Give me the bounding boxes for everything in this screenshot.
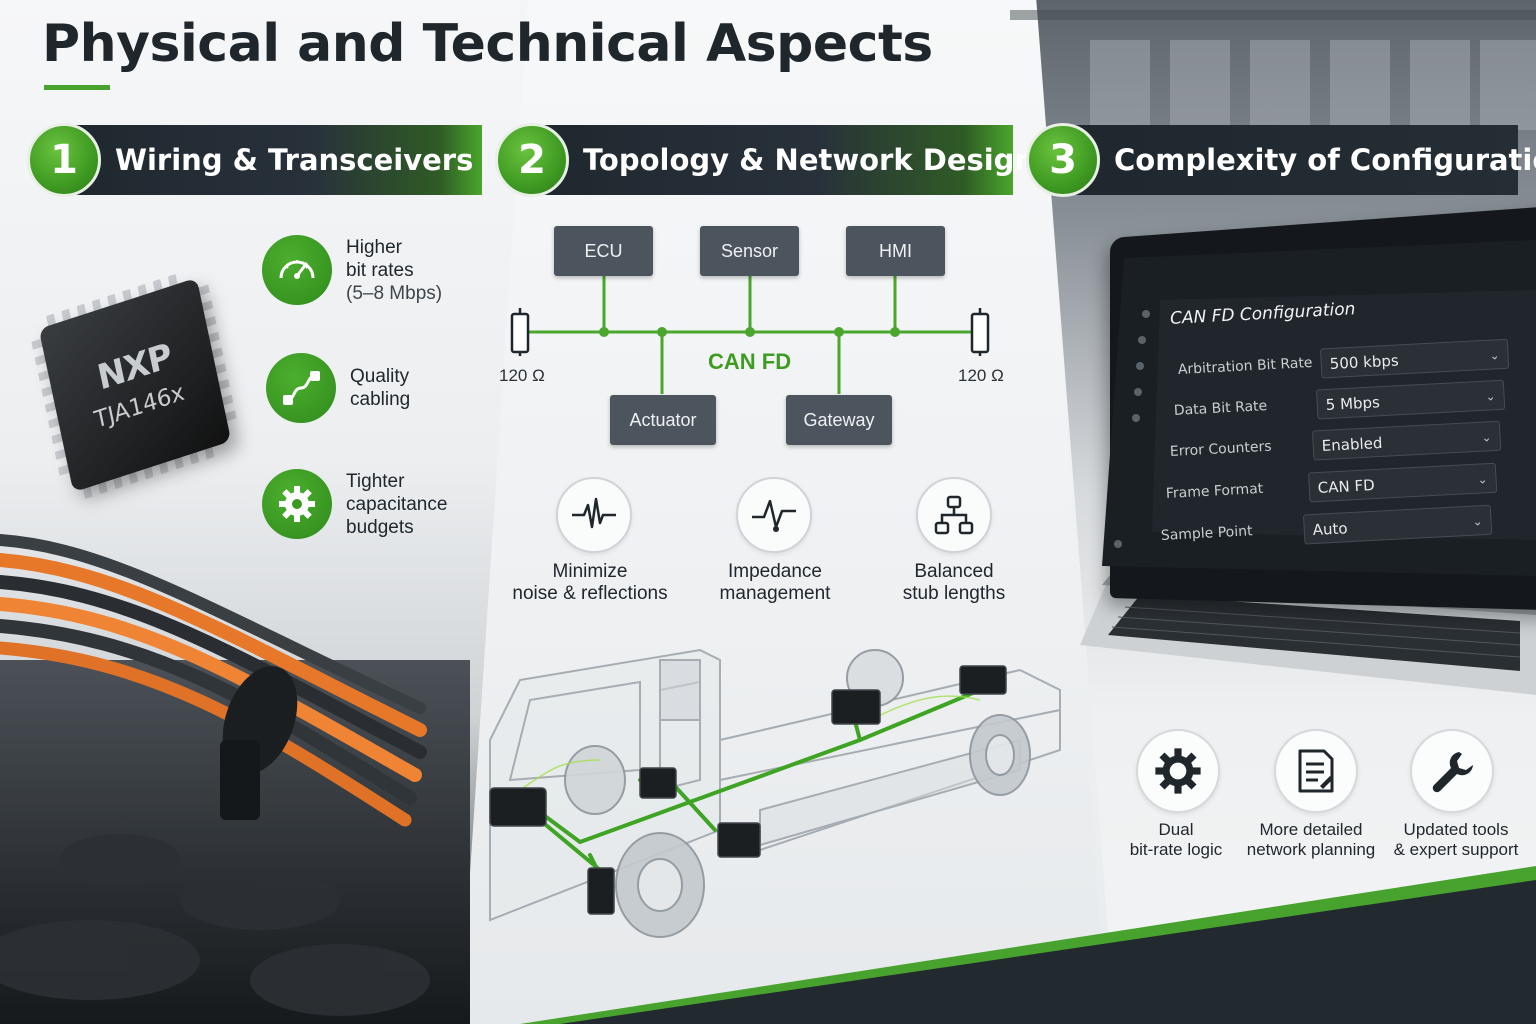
config-label: Data Bit Rate (1173, 398, 1268, 419)
feature-line: Tighter (346, 470, 405, 492)
gear-icon (1136, 729, 1220, 813)
feature-line: (5–8 Mbps) (346, 282, 443, 304)
feature-line: Quality (350, 366, 410, 387)
page-title: Physical and Technical Aspects (42, 14, 933, 74)
section-bar (57, 125, 482, 195)
config-label: Arbitration Bit Rate (1177, 354, 1313, 378)
node-ecu: ECU (554, 226, 653, 276)
feature-bit-rates: Higher bit rates (5–8 Mbps) (262, 235, 442, 305)
ecu-box (959, 665, 1007, 695)
chevron-down-icon: ⌄ (1472, 514, 1483, 529)
section-number-badge: 3 (1026, 123, 1100, 197)
caption-line: & expert support (1393, 840, 1519, 859)
factory-background (1010, 10, 1536, 130)
config-label: Frame Format (1165, 480, 1264, 502)
waveform-icon (556, 477, 632, 553)
chevron-down-icon: ⌄ (1485, 389, 1496, 404)
node-hmi: HMI (846, 226, 945, 276)
wrench-icon (1410, 729, 1494, 813)
feature-line: capacitance (346, 493, 448, 515)
select-value: Enabled (1321, 433, 1383, 456)
cable-plug-icon (266, 353, 336, 423)
ecu-box (587, 867, 615, 915)
section-header-configuration: 3 Complexity of Configuration (1026, 123, 1536, 197)
termination-right-label: 120 Ω (958, 366, 1004, 385)
section-title: Wiring & Transceivers (115, 143, 474, 177)
impedance-icon (736, 477, 812, 553)
gear-icon (262, 469, 332, 539)
feature-capacitance: Tighter capacitance budgets (262, 469, 447, 539)
chevron-down-icon: ⌄ (1477, 472, 1488, 487)
caption-line: Balanced (914, 561, 994, 582)
truck-network-illustration (489, 648, 1061, 938)
feature-cabling: Quality cabling (266, 353, 410, 423)
can-bus-diagram (510, 276, 990, 394)
network-tree-icon (916, 477, 992, 553)
config-label: Sample Point (1160, 523, 1253, 544)
caption-line: network planning (1246, 840, 1376, 859)
section-bar (1056, 125, 1518, 195)
wiring-harness-image (0, 534, 470, 1024)
select-value: CAN FD (1317, 476, 1376, 498)
termination-resistor-left (510, 312, 530, 354)
topology-caption-stubs: Balanced stub lengths (874, 561, 1034, 605)
config-caption-dual: Dual bit-rate logic (1116, 820, 1236, 860)
bus-label: CAN FD (708, 349, 792, 374)
section-title: Complexity of Configuration (1114, 143, 1536, 177)
select-value: 500 kbps (1329, 351, 1400, 374)
termination-left-label: 120 Ω (499, 366, 545, 385)
config-caption-planning: More detailed network planning (1236, 820, 1386, 860)
section-title: Topology & Network Design (583, 143, 1036, 177)
topology-caption-noise: Minimize noise & reflections (500, 561, 680, 605)
chevron-down-icon: ⌄ (1489, 348, 1500, 363)
title-underline (44, 85, 110, 90)
ecu-box (489, 787, 547, 827)
config-label: Error Counters (1169, 438, 1273, 460)
caption-line: Dual (1158, 820, 1194, 839)
config-caption-tools: Updated tools & expert support (1388, 820, 1524, 860)
caption-line: Impedance (727, 561, 822, 582)
select-value: 5 Mbps (1325, 393, 1381, 415)
node-actuator: Actuator (610, 395, 716, 445)
node-gateway: Gateway (786, 395, 892, 445)
caption-line: More detailed (1259, 820, 1363, 839)
feature-line: cabling (350, 389, 411, 410)
caption-line: stub lengths (902, 583, 1006, 604)
chevron-down-icon: ⌄ (1481, 430, 1492, 445)
node-sensor: Sensor (700, 226, 799, 276)
section-header-topology: 2 Topology & Network Design (495, 123, 1035, 197)
caption-line: bit-rate logic (1129, 840, 1223, 859)
caption-line: Minimize (552, 561, 628, 582)
section-number-badge: 1 (27, 123, 101, 197)
feature-line: Higher (346, 236, 402, 258)
section-number-badge: 2 (495, 123, 569, 197)
caption-line: noise & reflections (512, 583, 668, 604)
section-header-wiring: 1 Wiring & Transceivers (27, 123, 482, 197)
ecu-box (639, 767, 677, 799)
feature-line: budgets (346, 516, 414, 538)
caption-line: management (719, 583, 831, 604)
section-bar (525, 125, 1013, 195)
termination-resistor-right (970, 312, 990, 354)
speedometer-icon (262, 235, 332, 305)
ecu-box (831, 689, 881, 725)
select-value: Auto (1312, 519, 1349, 540)
feature-line: bit rates (346, 259, 414, 281)
caption-line: Updated tools (1403, 820, 1509, 839)
document-icon (1274, 729, 1358, 813)
topology-caption-impedance: Impedance management (690, 561, 860, 605)
ecu-box (717, 822, 761, 858)
